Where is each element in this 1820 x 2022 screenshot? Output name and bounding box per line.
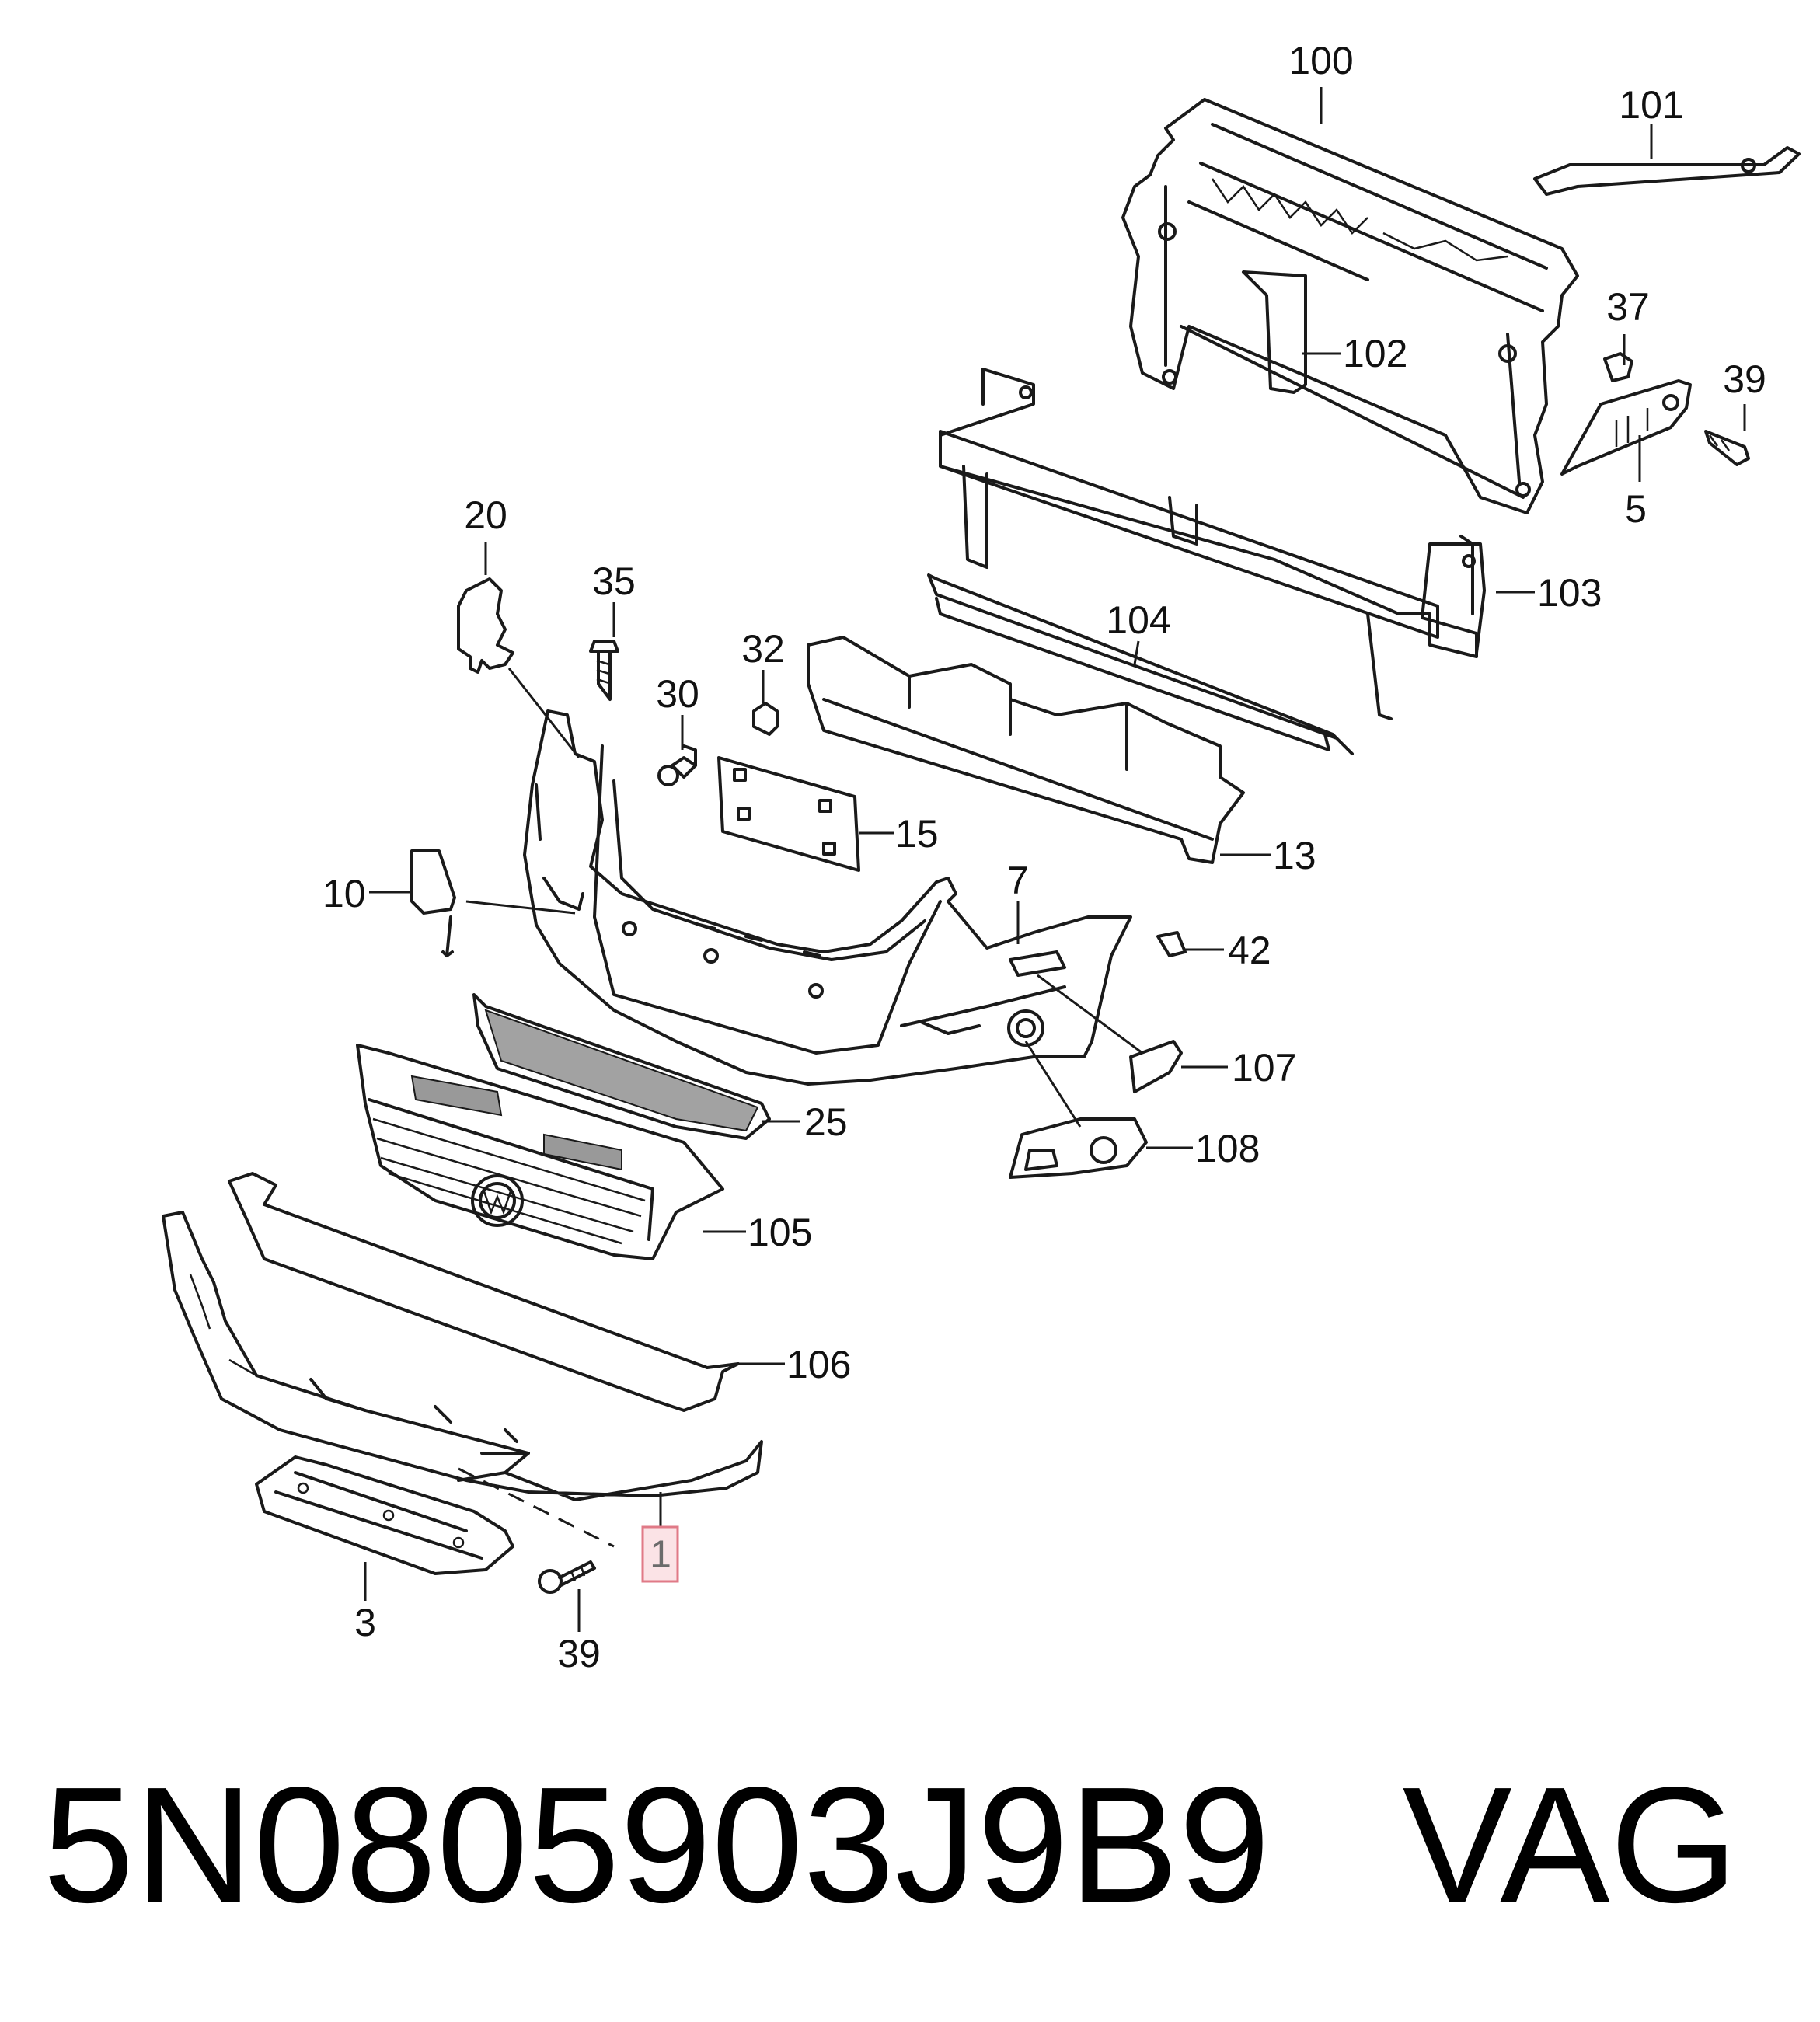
part-3-insert [255, 1455, 514, 1575]
callout-15[interactable]: 15 [895, 812, 939, 856]
part-39-upper-screw [1704, 430, 1750, 466]
callout-5[interactable]: 5 [1625, 487, 1647, 531]
callout-20[interactable]: 20 [464, 493, 507, 537]
part-107-cover [1129, 1040, 1183, 1093]
callout-25[interactable]: 25 [804, 1100, 848, 1144]
callout-1[interactable]: 1 [650, 1532, 671, 1576]
part-103-impact-bar [939, 368, 1486, 720]
part-20-side-bracket [457, 577, 514, 674]
part-39-lower-screw [538, 1560, 596, 1594]
callout-32[interactable]: 32 [741, 627, 785, 671]
callout-10[interactable]: 10 [323, 872, 366, 915]
part-35-screw [589, 640, 619, 701]
part-10-tow-cover [410, 849, 456, 957]
callout-100[interactable]: 100 [1288, 39, 1353, 82]
part-number: 5N0805903J9B9 [43, 1752, 1271, 1937]
part-7-bumper-cover [523, 709, 1132, 1086]
part-100-lock-carrier [1121, 98, 1579, 514]
callout-3[interactable]: 3 [354, 1601, 376, 1644]
part-15-plate-bracket [717, 756, 860, 872]
callout-106[interactable]: 106 [786, 1343, 851, 1386]
part-32-clip [752, 702, 779, 736]
part-106-trim [228, 1172, 740, 1412]
callout-42[interactable]: 42 [1228, 929, 1271, 972]
part-37-clip [1603, 352, 1633, 382]
leader-lines [364, 87, 1746, 1632]
callout-103[interactable]: 103 [1537, 571, 1602, 615]
callout-105[interactable]: 105 [748, 1211, 812, 1254]
callout-107[interactable]: 107 [1232, 1046, 1296, 1089]
part-13-foam-absorber [807, 636, 1245, 864]
callout-101[interactable]: 101 [1619, 83, 1683, 127]
part-105-radiator-grille [356, 1044, 724, 1260]
callout-labels: 100 101 102 37 39 5 103 20 35 32 30 104 … [323, 39, 1766, 1675]
callout-35[interactable]: 35 [592, 560, 636, 603]
callout-30[interactable]: 30 [656, 672, 699, 716]
part-108-fog-grille [1009, 1117, 1148, 1179]
brand-name: VAG [1402, 1752, 1738, 1937]
part-25-lower-grille [472, 993, 771, 1140]
part-42-clip [1156, 931, 1187, 957]
callout-39-upper[interactable]: 39 [1723, 357, 1766, 401]
callout-1-highlight [641, 1525, 679, 1583]
callout-13[interactable]: 13 [1273, 834, 1316, 877]
part-1-spoiler [162, 1211, 763, 1501]
part-30-rivet [657, 744, 697, 786]
callout-104[interactable]: 104 [1106, 598, 1170, 642]
callout-108[interactable]: 108 [1195, 1127, 1260, 1170]
callout-7[interactable]: 7 [1007, 859, 1029, 902]
part-104-absorber [927, 573, 1354, 755]
callout-37[interactable]: 37 [1606, 285, 1650, 329]
part-5-bracket [1560, 379, 1692, 476]
callout-39-lower[interactable]: 39 [557, 1632, 601, 1675]
callout-102[interactable]: 102 [1343, 332, 1407, 375]
part-101-bracket [1533, 146, 1801, 196]
